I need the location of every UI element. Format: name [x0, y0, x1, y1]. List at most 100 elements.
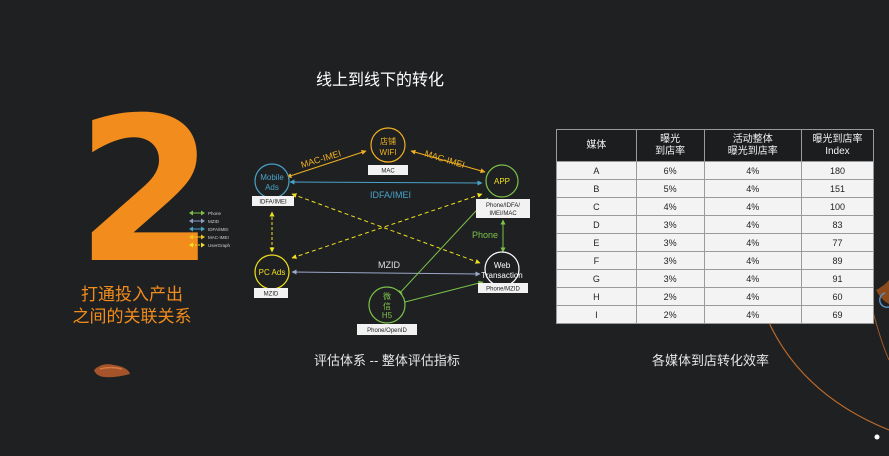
legend-arrow-icon: [189, 234, 205, 240]
table-cell: 4%: [703, 269, 802, 288]
legend-arrow-icon: [189, 210, 205, 216]
table-cell: F: [556, 251, 637, 270]
node-app: [485, 164, 519, 198]
node-app-badge-line2: IMEI/MAC: [489, 211, 517, 217]
table-cell: 3%: [635, 269, 705, 288]
node-mobile-ads-label2: Ads: [265, 183, 279, 192]
column-header-line1: 曝光到店率: [812, 133, 863, 145]
node-mobile-ads-label1: Mobile: [260, 173, 284, 182]
table-cell: I: [556, 305, 637, 324]
node-pc-ads-badge: MZID: [264, 292, 279, 298]
node-store-wifi-label2: WIFI: [380, 148, 397, 157]
subtitle-line-1: 打通投入产出: [81, 285, 183, 304]
node-wechat-label2: 信: [383, 301, 391, 311]
legend-item: IDFA/IMEI: [189, 225, 230, 233]
legend-item: MAC-IMEI: [189, 233, 230, 241]
table-cell: 100: [800, 197, 875, 216]
column-header-line2: 曝光到店率: [727, 145, 778, 157]
table-cell: 4%: [703, 179, 802, 198]
caption-evaluation-system: 评估体系 -- 整体评估指标: [314, 353, 460, 368]
table-cell: 5%: [635, 179, 705, 198]
edge-green-web-wechat: [404, 280, 484, 303]
edge-usergraph-pc-app: [291, 193, 483, 259]
table-cell: E: [556, 233, 637, 252]
node-web-label2: Transaction: [481, 271, 523, 280]
table-cell: 91: [800, 269, 875, 288]
legend-label: MZID: [208, 218, 219, 224]
table-cell: 4%: [703, 251, 802, 270]
section-number: 2: [76, 75, 216, 308]
node-store-wifi: [370, 127, 406, 163]
column-header-line2: 到店率: [655, 145, 686, 157]
table-cell: 4%: [703, 233, 802, 252]
table-cell: 3%: [635, 233, 705, 252]
node-wechat-h5: [368, 286, 406, 324]
node-mobile-ads-badge: IDFA/IMEI: [259, 200, 287, 206]
caption-media-conversion: 各媒体到店转化效率: [652, 353, 770, 368]
legend-arrow-icon: [189, 226, 205, 232]
legend-label: UserGraph: [208, 242, 231, 248]
edge-label-mac-imei-left: MAC-IMEI: [300, 148, 343, 170]
table-cell: 83: [800, 215, 875, 234]
legend-label: IDFA/IMEI: [208, 226, 229, 232]
table-cell: 2%: [635, 305, 705, 324]
node-store-wifi-badge: MAC: [381, 169, 395, 175]
edge-idfa-imei: [289, 179, 483, 186]
node-pc-ads-label: PC Ads: [259, 268, 286, 277]
column-header: 活动整体曝光到店率: [703, 129, 802, 162]
column-header-line1: 曝光: [660, 133, 681, 145]
edge-mzid: [291, 269, 481, 277]
node-wechat-badge: Phone/OpenID: [367, 328, 407, 334]
table-cell: H: [556, 287, 637, 306]
table-cell: 4%: [703, 161, 802, 180]
table-cell: 180: [800, 161, 875, 180]
table-cell: 4%: [703, 287, 802, 306]
table-cell: 89: [800, 251, 875, 270]
subtitle-line-2: 之间的关联关系: [72, 307, 192, 326]
legend-label: MAC-IMEI: [208, 234, 229, 240]
node-app-label: APP: [494, 177, 510, 186]
table-cell: 151: [800, 179, 875, 198]
column-header-line1: 媒体: [586, 139, 607, 151]
column-header: 媒体: [556, 129, 637, 162]
table-cell: 69: [800, 305, 875, 324]
legend-arrow-icon: [189, 218, 205, 224]
table-cell: 4%: [703, 215, 802, 234]
table-cell: 77: [800, 233, 875, 252]
rock-decoration: [94, 364, 130, 378]
node-store-wifi-label1: 店铺: [380, 136, 396, 146]
legend-item: MZID: [189, 217, 230, 225]
table-cell: G: [556, 269, 637, 288]
node-wechat-label3: H5: [382, 311, 393, 320]
table-cell: 4%: [703, 197, 802, 216]
legend-arrow-icon: [189, 242, 205, 248]
node-web-badge: Phone/MZID: [486, 287, 520, 293]
column-header-line2: Index: [825, 145, 850, 157]
legend-item: UserGraph: [189, 241, 230, 249]
table-cell: B: [556, 179, 637, 198]
table-cell: 60: [800, 287, 875, 306]
node-app-badge-line1: Phone/IDFA/: [486, 203, 520, 209]
edge-label-mac-imei-right: MAC-IMEI: [423, 148, 466, 170]
edge-mac-imei-right: [410, 149, 486, 174]
legend-item: Phone: [189, 209, 230, 217]
edge-mac-imei-left: [286, 150, 367, 178]
edge-label-idfa-imei: IDFA/IMEI: [370, 190, 411, 200]
table-cell: 4%: [635, 197, 705, 216]
edge-label-phone: Phone: [472, 230, 498, 240]
